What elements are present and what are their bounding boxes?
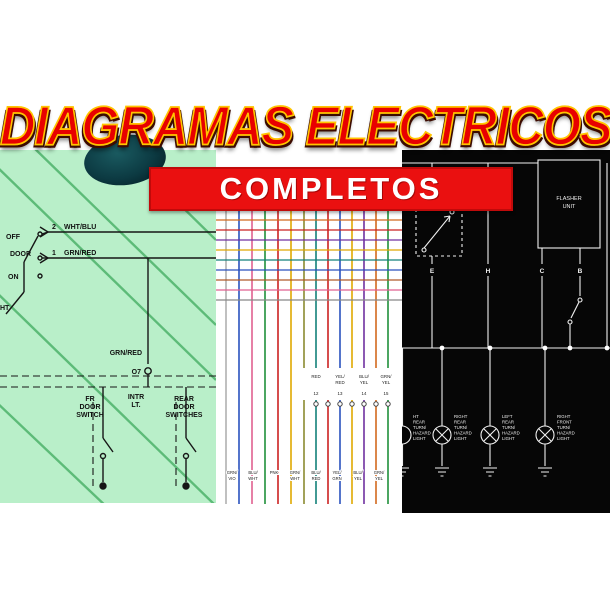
wire-code-blu-yel-2: YEL	[360, 380, 369, 385]
switch-door-label: DOOR	[10, 251, 31, 258]
horizontal-weave-wires	[216, 209, 402, 301]
rear-door-switches-label-3: SWITCHES	[166, 412, 203, 419]
bottom-code-7a: BLU/	[353, 470, 363, 475]
switch-off-label: OFF	[6, 234, 21, 241]
lamp-label-3-3: TURN/	[557, 425, 571, 430]
lamp-label-0-5: LIGHT	[413, 436, 426, 441]
terminal-c: C	[540, 268, 545, 275]
wire-grn-red-label: GRN/RED	[64, 250, 96, 257]
wire-grn-red-mid-label: GRN/RED	[110, 350, 142, 357]
vertical-wires	[225, 186, 389, 504]
pin-number-3: 14	[362, 391, 367, 396]
bottom-code-6a: YEL/	[332, 470, 342, 475]
diagonal-wire-lines	[0, 150, 216, 503]
lamp-icon-partial	[402, 425, 412, 445]
completos-banner-text: COMPLETOS	[219, 171, 443, 206]
flasher-label-2: UNIT	[563, 204, 576, 210]
rear-door-switches-label-1: REAR	[174, 396, 194, 403]
lamp-label-1-1: RIGHT	[454, 414, 468, 419]
bottom-code-1b: VIO	[228, 476, 236, 481]
terminal-b: B	[578, 268, 583, 275]
ground-icon-1	[435, 467, 449, 477]
bottom-code-4b: WHT	[290, 476, 300, 481]
label-zone-mask	[300, 368, 402, 400]
connector-o7-label: O7	[132, 369, 141, 376]
lamp-label-1-3: TURN/	[454, 425, 468, 430]
lamp-label-0-4: HAZARD	[413, 431, 431, 436]
middle-diagram-panel: RED YEL/ RED BLU/ YEL GRN/ YEL 12 13 14 …	[216, 152, 402, 512]
wire-code-grn-yel-2: YEL	[382, 380, 391, 385]
pin-2-label: 2	[52, 224, 56, 231]
bottom-code-5b: RED	[312, 476, 321, 481]
hazard-circuit-lines	[402, 159, 610, 426]
lamp-label-1-4: HAZARD	[454, 431, 472, 436]
lamp-label-3-1: RIGHT	[557, 414, 571, 419]
ground-icon-2	[483, 467, 497, 477]
completos-banner: COMPLETOS	[149, 167, 513, 211]
bottom-code-8a: GRN/	[374, 470, 385, 475]
lamp-label-0-2: REAR	[413, 420, 425, 425]
rear-door-switches-label-2: DOOR	[174, 404, 195, 411]
bottom-code-1a: GRN/	[227, 470, 238, 475]
wire-color-code-labels: RED YEL/ RED BLU/ YEL GRN/ YEL 12 13 14 …	[311, 374, 392, 396]
lamp-label-2-1: LEFT	[502, 414, 513, 419]
terminal-letters: E H C B	[430, 268, 583, 275]
bottom-wire-code-labels: GRN/ VIO BLU/ WHT PNK GRN/ WHT BLU/ RED …	[226, 469, 386, 482]
terminal-e: E	[430, 268, 435, 275]
pin-number-2: 13	[338, 391, 343, 396]
wire-wht-blu-label: WHT/BLU	[64, 224, 96, 231]
switch-on-label: ON	[8, 274, 19, 281]
lamp-label-3-4: HAZARD	[557, 431, 575, 436]
bottom-code-2a: BLU/	[248, 470, 258, 475]
lamp-label-2-2: REAR	[502, 420, 514, 425]
connector-pins	[313, 401, 391, 407]
lamp-label-1-5: LIGHT	[454, 436, 467, 441]
pin-number-4: 15	[384, 391, 389, 396]
middle-panel-background	[216, 152, 402, 512]
lamp-label-2-5: LIGHT	[502, 436, 515, 441]
pin-number-1: 12	[314, 391, 319, 396]
pin-1-label: 1	[52, 250, 56, 257]
bottom-code-3a: PNK	[270, 470, 279, 475]
harness-dashed-lines	[0, 375, 216, 490]
intr-lt-label-2: LT.	[131, 402, 140, 409]
terminal-h: H	[486, 268, 491, 275]
fr-door-switch-label-1: FR	[85, 396, 94, 403]
wire-code-red: RED	[311, 374, 320, 379]
lamp-labels: HT REAR TURN/ HAZARD LIGHT RIGHT REAR TU…	[413, 414, 575, 441]
flasher-unit-box	[537, 159, 601, 249]
wire-code-blu-yel-1: BLU/	[359, 374, 370, 379]
lamp-label-2-3: TURN/	[502, 425, 516, 430]
lamp-symbols	[402, 425, 555, 477]
lamp-label-0-3: TURN/	[413, 425, 427, 430]
fr-door-switch-label-2: DOOR	[80, 404, 101, 411]
bottom-code-6b: GRN	[332, 476, 341, 481]
lamp-label-3-2: FRONT	[557, 420, 572, 425]
wire-code-yel-red-2: RED	[335, 380, 344, 385]
left-panel-labels: 2 WHT/BLU 1 GRN/RED OFF DOOR ON HT GRN/R…	[0, 224, 203, 419]
bottom-code-2b: WHT	[248, 476, 258, 481]
door-switch-symbols	[99, 387, 197, 490]
edge-cutoff-label: HT	[0, 305, 10, 312]
lamp-label-1-2: REAR	[454, 420, 466, 425]
flasher-label-1: FLASHER	[556, 196, 581, 202]
wire-code-yel-red-1: YEL/	[335, 374, 345, 379]
ground-icon-3	[538, 467, 552, 477]
lamp-label-2-4: HAZARD	[502, 431, 520, 436]
flasher-unit-labels: FLASHER UNIT	[556, 196, 581, 210]
ground-icon-partial	[402, 467, 409, 477]
bottom-code-5a: BLU/	[311, 470, 321, 475]
lamp-label-0-1: HT	[413, 414, 419, 419]
bottom-code-7b: YEL	[354, 476, 363, 481]
door-light-circuit-lines	[5, 226, 216, 387]
lamp-label-3-5: LIGHT	[557, 436, 570, 441]
fr-door-switch-label-3: SWITCH	[76, 412, 104, 419]
wire-code-grn-yel-1: GRN/	[381, 374, 393, 379]
poster-title: DIAGRAMAS ELECTRICOS	[0, 95, 610, 157]
bus-junction-dots	[439, 345, 610, 351]
bottom-code-8b: YEL	[375, 476, 384, 481]
intr-lt-label-1: INTR	[128, 394, 144, 401]
bottom-code-4a: GRN/	[290, 470, 301, 475]
